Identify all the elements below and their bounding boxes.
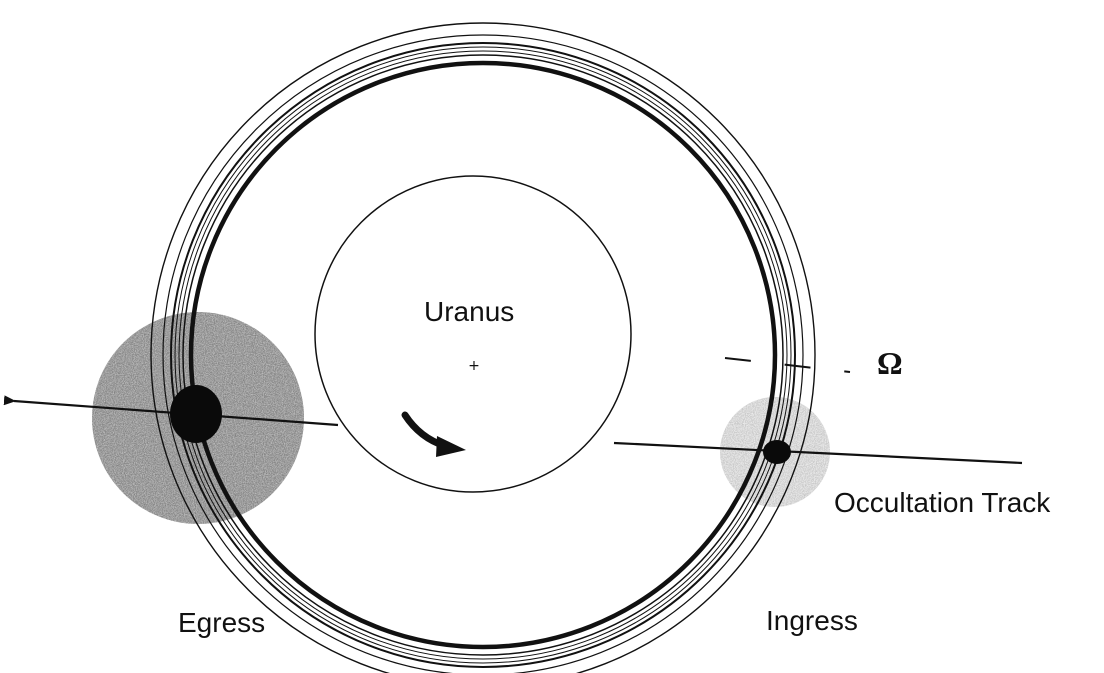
planet-label: Uranus [424,296,514,328]
ingress-label: Ingress [766,605,858,637]
egress-label: Egress [178,607,265,639]
planet-center-mark: + [468,358,480,374]
egress-spot [170,385,222,443]
node-line [725,358,850,372]
ingress-spot [763,440,791,464]
occultation-track-label: Occultation Track [834,487,1050,519]
uranus-disk [315,176,631,492]
node-label: Ω [877,345,903,382]
